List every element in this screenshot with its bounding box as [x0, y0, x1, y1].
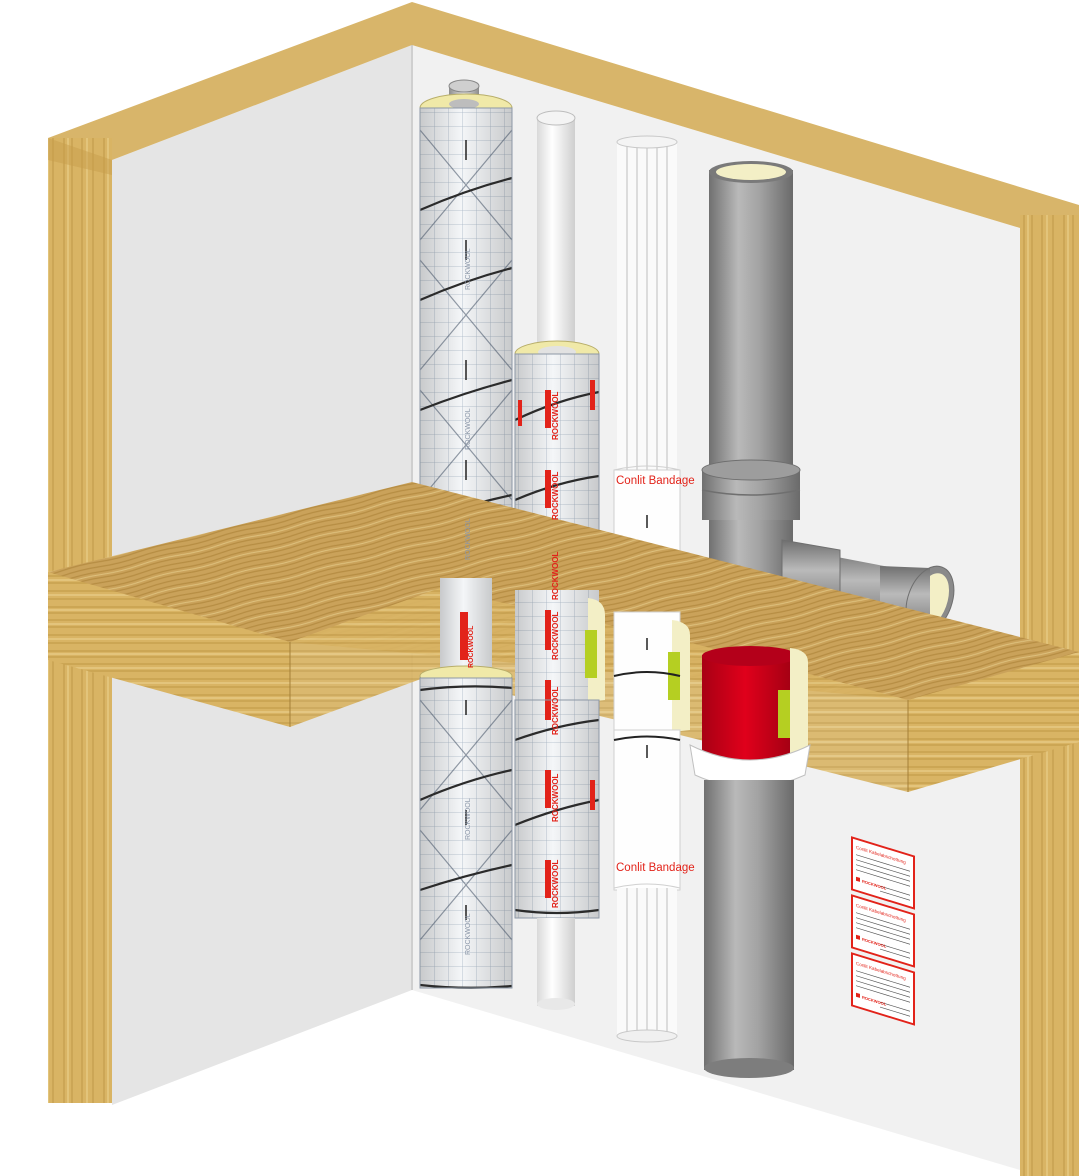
shell-brand-6: ROCKWOOL	[551, 773, 560, 822]
foil-brand-label-4: ROCKWOOL	[465, 798, 472, 840]
rockwool-shell-labels: ROCKWOOL ROCKWOOL ROCKWOOL ROCKWOOL ROCK…	[468, 391, 560, 908]
sign-panel-3: Conlit Kabelabschottung ROCKWOOL	[851, 952, 915, 1026]
shell-brand-1: ROCKWOOL	[551, 391, 560, 440]
identification-sign: Conlit Kabelabschottung ROCKWOOL Conlit …	[851, 836, 915, 1026]
shell-brand-5: ROCKWOOL	[551, 686, 560, 735]
slab-front-right	[908, 652, 1079, 792]
slab-front-left	[48, 572, 290, 727]
shell-brand-2: ROCKWOOL	[551, 471, 560, 520]
sign-panel-1: Conlit Kabelabschottung ROCKWOOL	[851, 836, 915, 910]
shell-brand-4: ROCKWOOL	[551, 611, 560, 660]
bandage-labels: Conlit Bandage Conlit Bandage	[616, 475, 695, 874]
foil-brand-label-1: ROCKWOOL	[465, 248, 472, 290]
grey-pipe-lower	[704, 780, 794, 1078]
slab-brand: ROCKWOOL	[468, 625, 475, 668]
rockwool-shell-pipe-lower	[514, 680, 600, 1010]
foil-brand-label-3: ROCKWOOL	[465, 518, 472, 560]
top-wood-edge	[48, 2, 1079, 230]
shell-brand-3: ROCKWOOL	[551, 551, 560, 600]
bandage-label-bottom: Conlit Bandage	[616, 862, 695, 874]
slab-penetrations	[440, 578, 811, 788]
foil-pipe-labels: ROCKWOOL ROCKWOOL ROCKWOOL ROCKWOOL ROCK…	[465, 248, 472, 955]
bandage-label-top: Conlit Bandage	[616, 475, 695, 487]
pipe-bundle-upper	[613, 135, 681, 616]
shell-brand-7: ROCKWOOL	[551, 859, 560, 908]
foil-brand-label-5: ROCKWOOL	[465, 913, 472, 955]
foil-insulated-pipe-lower	[419, 665, 513, 989]
pipe-bundle-lower	[613, 729, 681, 1043]
sign-panel-2: Conlit Kabelabschottung ROCKWOOL	[851, 894, 915, 968]
foil-brand-label-2: ROCKWOOL	[465, 408, 472, 450]
